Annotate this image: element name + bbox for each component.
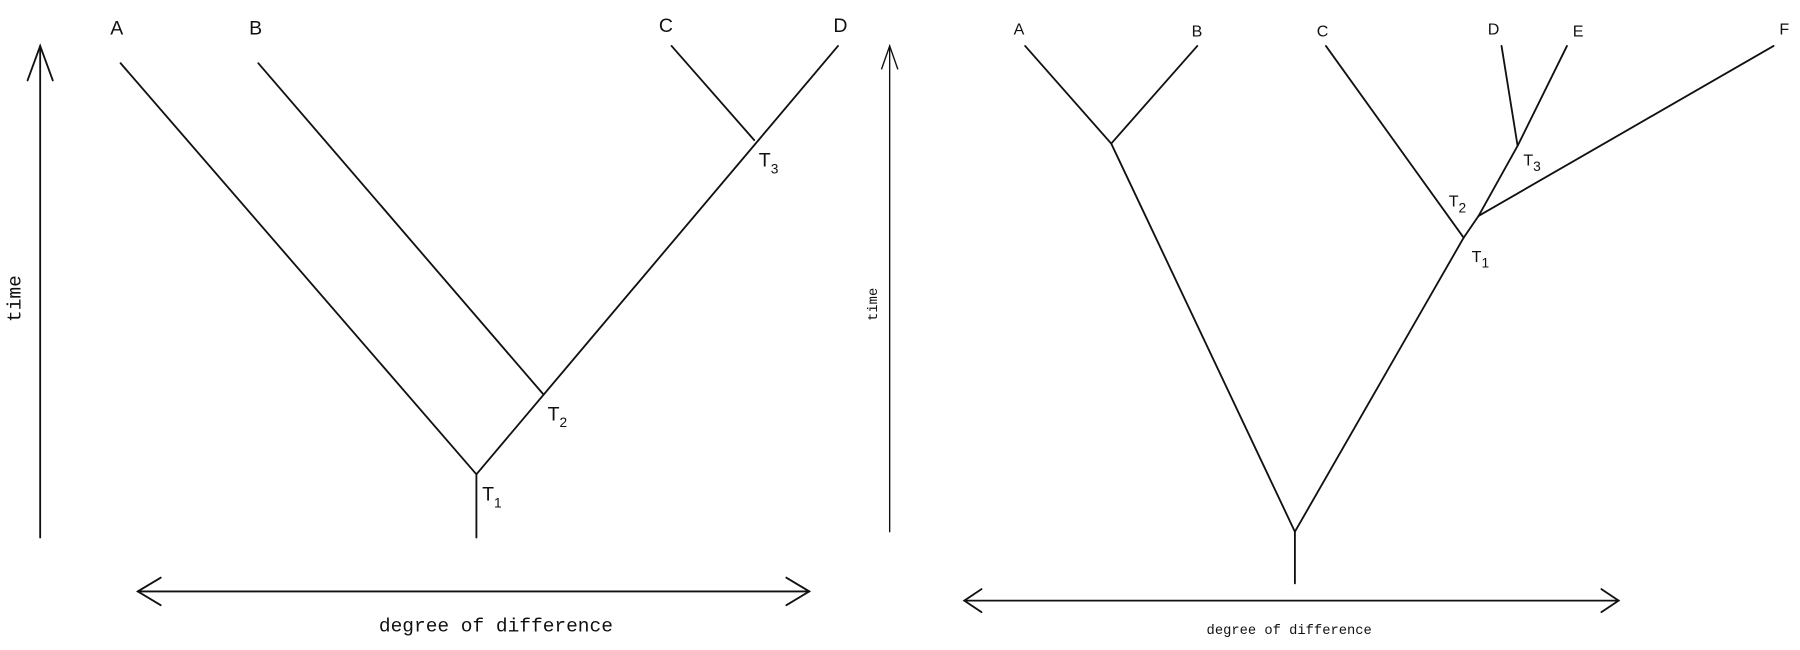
time-arrow	[26, 43, 54, 539]
tree-branches	[1024, 45, 1775, 585]
node-t2-label: T2	[1449, 193, 1466, 216]
time-arrow	[880, 43, 899, 533]
branch-c	[670, 45, 756, 142]
node-t3-label: T3	[1523, 151, 1541, 174]
branch-b	[257, 62, 544, 395]
branch-t3	[1477, 144, 1519, 217]
taxon-c-label: C	[1317, 23, 1329, 41]
taxon-d-label: D	[1488, 20, 1500, 38]
right-diagram: time A B C D E F T1 T2 T3 degree of di	[866, 20, 1789, 638]
branch-a	[1024, 45, 1113, 145]
time-axis-label: time	[5, 275, 27, 322]
node-t3-label: T3	[759, 150, 779, 177]
branch-e	[1516, 45, 1568, 147]
branch-t2	[1462, 214, 1480, 239]
difference-axis-label: degree of difference	[379, 616, 613, 638]
branch-t1	[1293, 236, 1465, 533]
branch-ab	[1110, 142, 1296, 533]
left-diagram: time A B C D T1 T2 T3 degree of differen…	[5, 15, 848, 637]
branch-f	[1477, 45, 1775, 217]
time-axis-label: time	[866, 288, 882, 321]
difference-arrow	[962, 588, 1621, 614]
taxon-a-label: A	[110, 17, 123, 39]
taxon-e-label: E	[1573, 23, 1584, 41]
branch-d	[1500, 45, 1519, 147]
branch-c	[1324, 45, 1465, 239]
node-t1-label: T1	[482, 484, 502, 511]
branch-a	[119, 62, 478, 476]
branch-d	[475, 45, 839, 476]
taxon-a-label: A	[1014, 20, 1025, 38]
taxon-c-label: C	[659, 15, 673, 37]
difference-arrow	[135, 576, 812, 607]
tree-branches	[119, 45, 839, 539]
taxon-b-label: B	[1192, 23, 1203, 41]
branch-b	[1110, 45, 1199, 145]
node-t1-label: T1	[1472, 248, 1489, 271]
taxon-b-label: B	[249, 17, 262, 39]
node-t2-label: T2	[548, 403, 568, 430]
difference-axis-label: degree of difference	[1207, 623, 1372, 639]
taxon-f-label: F	[1779, 20, 1789, 38]
taxon-d-label: D	[833, 15, 847, 37]
